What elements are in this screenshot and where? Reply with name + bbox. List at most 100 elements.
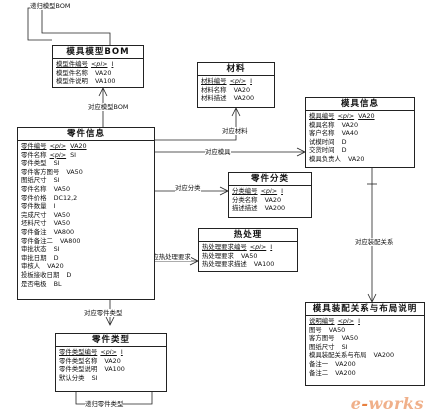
attribute-type: D xyxy=(341,146,347,155)
entity-title: 零件信息 xyxy=(18,128,154,141)
attribute-row: 说明编号<pi>I xyxy=(309,317,422,326)
attribute-row: 模型件编号<pi>I xyxy=(56,60,141,69)
part-material-line xyxy=(155,108,237,141)
attribute-type: D xyxy=(66,270,72,279)
attribute-name: 是否电极 xyxy=(21,279,47,288)
attribute-key: <pi> xyxy=(337,317,355,325)
attribute-type: VA50 xyxy=(240,251,258,260)
attribute-name: 描述描述 xyxy=(232,204,258,213)
entity-title: 零件分类 xyxy=(229,173,311,186)
attribute-type: VA200 xyxy=(335,359,356,368)
attribute-type: SI xyxy=(70,150,77,159)
relation-label-part-mold-bom: 对应模型BOM xyxy=(88,103,129,111)
attribute-name: 分类名称 xyxy=(232,195,258,204)
attribute-row: 备注一 VA200 xyxy=(309,360,422,369)
attribute-type: VA20 xyxy=(358,112,375,120)
attribute-type: I xyxy=(111,60,114,68)
attribute-row: 零件名称<pi>SI xyxy=(21,151,152,160)
attribute-row: 材料描述 VA200 xyxy=(201,94,272,103)
attribute-row: 分类编号<pi>I xyxy=(232,187,309,196)
attribute-type: VA100 xyxy=(94,77,116,86)
attribute-name: 材料名称 xyxy=(201,85,227,94)
attribute-name: 零件名称 xyxy=(21,150,47,159)
attribute-type: VA20 xyxy=(70,142,87,150)
attribute-name: 图号 xyxy=(309,325,322,334)
attribute-type: VA200 xyxy=(335,368,356,377)
attribute-row: 零件客方图号 VA50 xyxy=(21,168,152,177)
relation-label-part-category: 对应分类 xyxy=(175,184,201,192)
attribute-type: VA100 xyxy=(253,260,275,269)
attribute-key: <pi> xyxy=(90,60,108,68)
attribute-name: 备注一 xyxy=(309,359,329,368)
attribute-type: VA800 xyxy=(53,227,75,236)
watermark-logo: e-works xyxy=(350,394,424,413)
attribute-type: VA20 xyxy=(264,195,282,204)
attribute-name: 零件编号 xyxy=(21,142,47,150)
entity-title: 模具模型BOM xyxy=(53,46,143,59)
attribute-row: 热处理要求编号<pi>I xyxy=(202,243,295,252)
attribute-type: I xyxy=(250,77,252,85)
attribute-type: VA200 xyxy=(233,94,255,103)
attribute-name: 图纸尺寸 xyxy=(21,176,47,185)
attribute-key: <pi> xyxy=(49,150,67,159)
attribute-name: 零件客方图号 xyxy=(21,167,60,176)
attribute-name: 审批状态 xyxy=(21,245,47,254)
attribute-name: 热处理要求 xyxy=(202,251,234,260)
attribute-key: <pi> xyxy=(337,112,355,120)
attribute-type: D xyxy=(341,137,347,146)
entity-title: 热处理 xyxy=(199,229,297,242)
attribute-name: 审核人 xyxy=(21,262,41,271)
attribute-name: 零件价格 xyxy=(21,193,47,202)
attribute-type: D xyxy=(53,253,59,262)
attribute-name: 热处理要求描述 xyxy=(202,260,247,269)
attribute-type: I xyxy=(120,348,123,356)
attribute-name: 材料描述 xyxy=(201,94,227,103)
attribute-key: <pi> xyxy=(100,348,117,356)
attribute-type: VA50 xyxy=(53,184,71,193)
attribute-type: I xyxy=(358,317,360,325)
attribute-row: 热处理要求描述 VA100 xyxy=(202,260,295,269)
attribute-type: VA200 xyxy=(264,204,286,213)
attribute-type: VA50 xyxy=(66,167,83,176)
attribute-row: 热处理要求 VA50 xyxy=(202,252,295,261)
attribute-name: 图纸尺寸 xyxy=(309,342,335,351)
attribute-type: VA20 xyxy=(347,154,365,163)
attribute-type: VA50 xyxy=(341,334,359,343)
attribute-name: 热处理要求编号 xyxy=(202,243,247,251)
attribute-type: I xyxy=(270,243,273,251)
attribute-name: 模具装配关系与布局 xyxy=(309,351,367,360)
attribute-type: VA50 xyxy=(328,325,346,334)
attribute-row: 零件类型编号<pi>I xyxy=(59,348,164,357)
attribute-name: 模具编号 xyxy=(309,112,335,120)
attribute-row: 零件编号<pi>VA20 xyxy=(21,142,152,151)
